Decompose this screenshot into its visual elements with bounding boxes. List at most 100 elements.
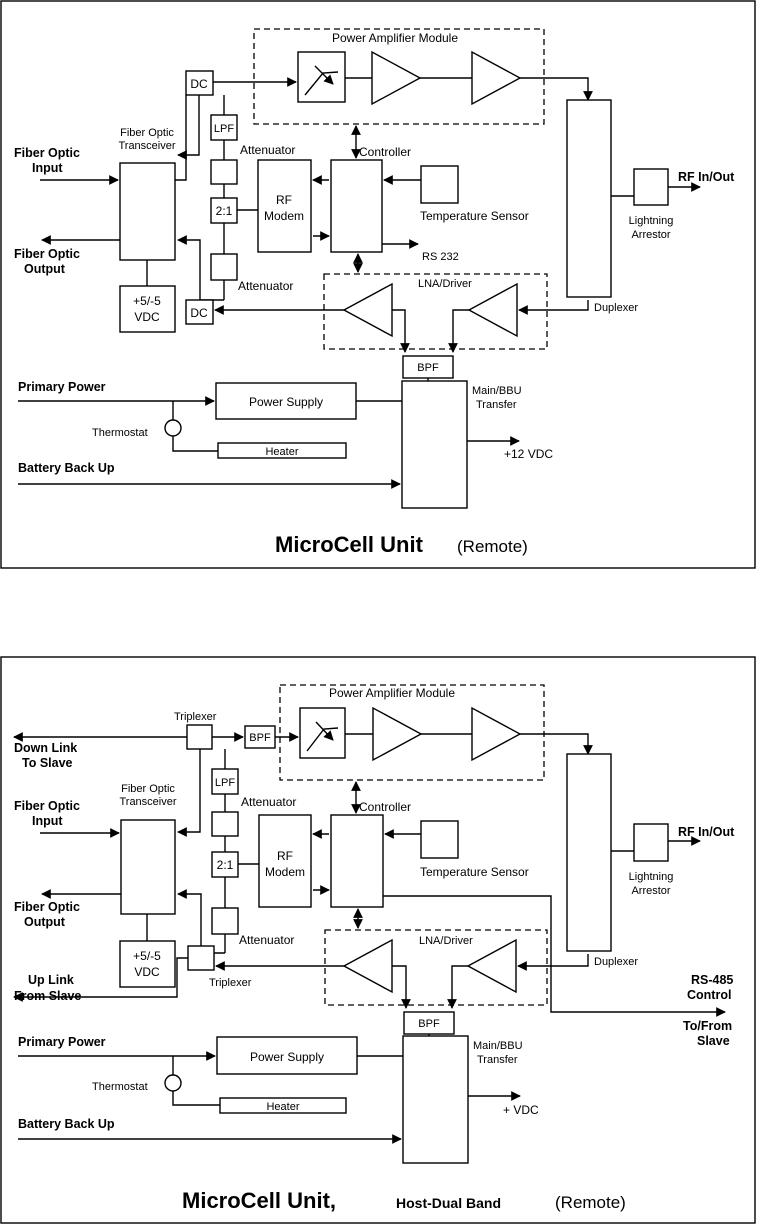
psu-5v-block-2: [119, 940, 176, 988]
lna-driver-label: LNA/Driver: [418, 278, 472, 290]
fiber-output-label-1: Fiber Optic: [14, 247, 80, 261]
lightning-arrestor-label-2: Arrestor: [631, 229, 670, 241]
duplexer-label-2: Duplexer: [594, 956, 638, 968]
controller-label-2: Controller: [359, 800, 411, 814]
attenuator-top-label: Attenuator: [240, 143, 295, 157]
tofrom-label-1: To/From: [683, 1019, 732, 1033]
attenuator-top-block: [210, 159, 238, 185]
pa-module-box: [253, 28, 545, 125]
vdc-output-label: +12 VDC: [504, 447, 553, 461]
lightning-arrestor-block: [633, 168, 669, 206]
psu-5v-label-2-2: VDC: [134, 965, 160, 979]
dc-bottom-label: DC: [190, 306, 208, 320]
fot-label-2: Transceiver: [118, 140, 175, 152]
main-bbu-transfer-block: [401, 380, 468, 509]
rf-modem-label-2-2: Modem: [265, 865, 305, 879]
bpf-label-2: BPF: [418, 1018, 440, 1030]
lightning-arrestor-label-2-1: Lightning: [629, 871, 674, 883]
power-supply-block: [215, 382, 357, 420]
variable-attenuator-icon: [304, 65, 338, 96]
fot-label-2-1: Fiber Optic: [121, 783, 175, 795]
temperature-sensor-label: Temperature Sensor: [420, 209, 529, 223]
down-link-label-1: Down Link: [14, 741, 77, 755]
dc-top-label: DC: [190, 77, 208, 91]
lna-amplifier-1-icon-2: [342, 938, 393, 994]
down-link-label-2: To Slave: [22, 756, 73, 770]
controller-label: Controller: [359, 145, 411, 159]
controller-block: [330, 159, 383, 253]
lpf-block: [210, 114, 238, 141]
fiber-optic-transceiver-block: [119, 162, 176, 261]
pa-module-label-2: Power Amplifier Module: [329, 686, 455, 700]
duplexer-block: [566, 99, 612, 298]
fiber-input-label-2-1: Fiber Optic: [14, 799, 80, 813]
temperature-sensor-block-2: [420, 820, 459, 859]
lna-amplifier-2-icon: [467, 282, 518, 338]
transfer-label-2: Transfer: [476, 399, 517, 411]
attenuator-bottom-label-2: Attenuator: [239, 933, 294, 947]
thermostat-icon: [164, 419, 182, 437]
primary-power-label-2: Primary Power: [18, 1035, 106, 1049]
vdc-output-label-2: + VDC: [503, 1103, 539, 1117]
heater-block: [217, 442, 347, 459]
rf-modem-block: [257, 159, 312, 253]
psu-5v-label-1: +5/-5: [133, 294, 161, 308]
power-supply-block-2: [216, 1036, 358, 1075]
attenuator-top-block-2: [211, 811, 239, 837]
fiber-optic-transceiver-block-2: [120, 819, 176, 915]
thermostat-icon-2: [164, 1074, 182, 1092]
up-link-label-1: Up Link: [28, 973, 74, 987]
pa-module-label: Power Amplifier Module: [332, 31, 458, 45]
amplifier-2-icon-2: [471, 706, 522, 762]
lna-driver-box: [323, 273, 548, 350]
bpf-label: BPF: [417, 362, 439, 374]
transfer-label-2-1: Main/BBU: [473, 1040, 523, 1052]
dc-bottom-block: [185, 299, 214, 325]
rf-modem-label-2: Modem: [264, 209, 304, 223]
pa-module-box-2: [279, 684, 545, 781]
diagram-1-frame: [0, 0, 756, 569]
bpf-top-label: BPF: [249, 732, 271, 744]
amplifier-1-icon-2: [372, 706, 423, 762]
splitter-label-2: 2:1: [217, 858, 234, 872]
fiber-output-label-2: Output: [24, 262, 66, 276]
rf-modem-block-2: [258, 814, 312, 908]
temperature-sensor-block: [420, 165, 459, 204]
triplexer-bottom-block: [187, 945, 215, 971]
tofrom-label-2: Slave: [697, 1034, 730, 1048]
amplifier-2-icon: [471, 50, 522, 106]
power-supply-label-2: Power Supply: [250, 1050, 324, 1064]
lpf-label-2: LPF: [215, 777, 235, 789]
battery-label-2: Battery Back Up: [18, 1117, 115, 1131]
diagram-1: Power Amplifier Module DC LPF Attenuator…: [0, 0, 756, 569]
lna-driver-label-2: LNA/Driver: [419, 935, 473, 947]
attenuator-bottom-block: [210, 253, 238, 281]
diagram-2-title-suffix: (Remote): [555, 1193, 626, 1212]
rs485-label-2: Control: [687, 988, 731, 1002]
fiber-input-label-2: Input: [32, 161, 63, 175]
rf-modem-label-2-1: RF: [277, 849, 293, 863]
triplexer-top-label: Triplexer: [174, 711, 217, 723]
heater-label: Heater: [265, 446, 298, 458]
diagram-2: Power Amplifier Module Triplexer BPF Dow…: [0, 656, 756, 1224]
transfer-label-1: Main/BBU: [472, 385, 522, 397]
triplexer-bottom-label: Triplexer: [209, 977, 252, 989]
attenuator-bottom-block-2: [211, 907, 239, 935]
diagram-1-title-suffix: (Remote): [457, 537, 528, 556]
rf-inout-label: RF In/Out: [678, 170, 735, 184]
triplexer-top-block: [186, 724, 213, 750]
thermostat-label: Thermostat: [92, 427, 148, 439]
lightning-arrestor-label-2-2: Arrestor: [631, 885, 670, 897]
lna-amplifier-2-icon-2: [466, 938, 517, 994]
attenuator-top-label-2: Attenuator: [241, 795, 296, 809]
rs485-label-1: RS-485: [691, 973, 733, 987]
splitter-label: 2:1: [216, 204, 233, 218]
controller-block-2: [330, 814, 384, 908]
fot-label-2-2: Transceiver: [119, 796, 176, 808]
heater-label-2: Heater: [266, 1101, 299, 1113]
thermostat-label-2: Thermostat: [92, 1081, 148, 1093]
psu-5v-label-2: VDC: [134, 310, 160, 324]
lna-driver-box-2: [324, 929, 548, 1006]
primary-power-label: Primary Power: [18, 380, 106, 394]
